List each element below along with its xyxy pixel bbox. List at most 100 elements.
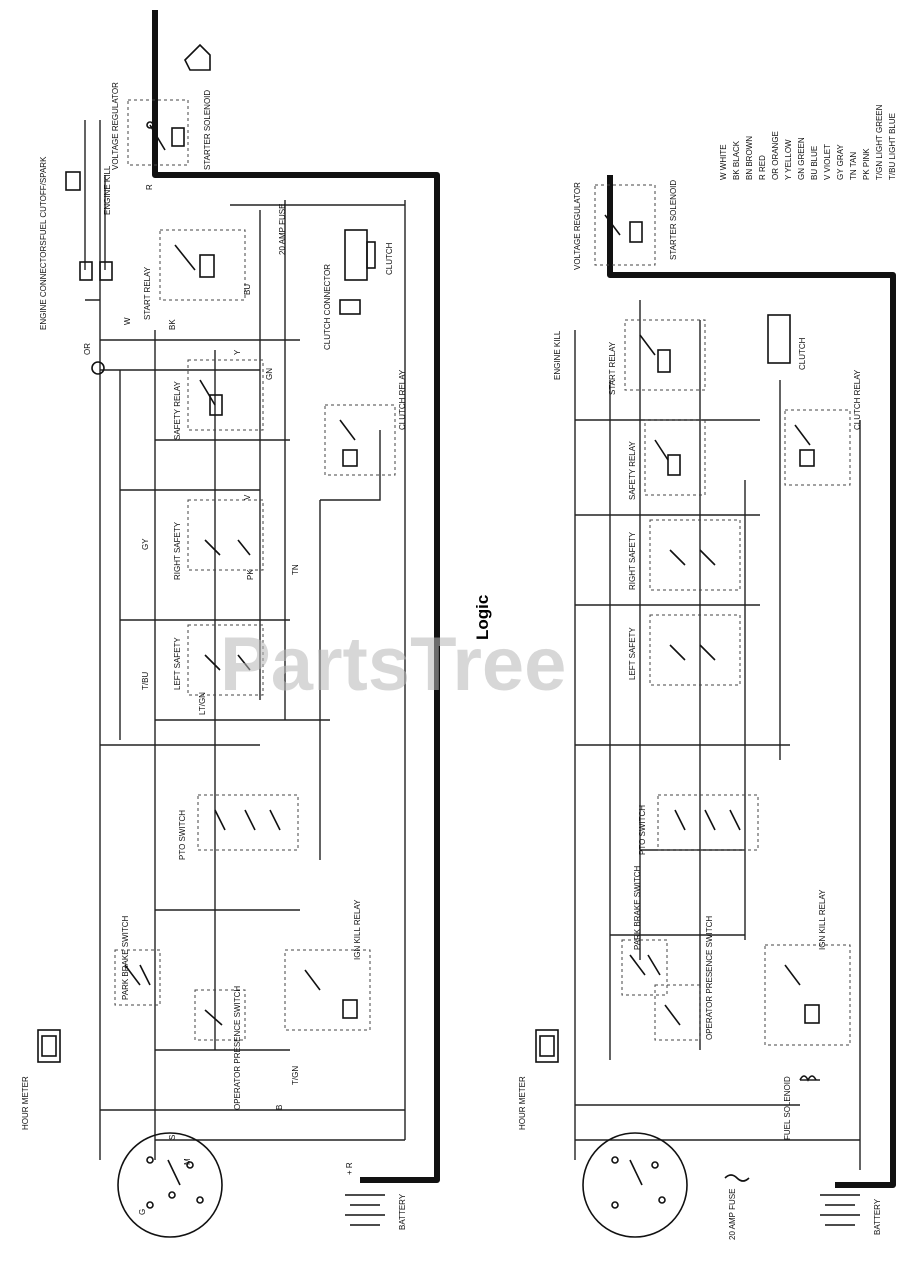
wire-color-label: W xyxy=(123,317,132,325)
legend-entry: GY GRAY xyxy=(836,144,845,180)
battery-2-label: BATTERY xyxy=(873,1198,882,1235)
clutch-2-label: CLUTCH xyxy=(798,337,807,370)
voltage-regulator: VOLTAGE REGULATOR xyxy=(111,82,189,170)
engine-kill-2-label: ENGINE KILL xyxy=(553,330,562,380)
voltage-regulator-2-label: VOLTAGE REGULATOR xyxy=(573,182,582,270)
safety-relay-label: SAFETY RELAY xyxy=(173,381,182,441)
ign-kill-relay-2: IGN KILL RELAY xyxy=(764,889,851,1046)
wire-color-label: BK xyxy=(168,319,177,330)
engine-kill: ENGINE KILL xyxy=(103,165,112,215)
starter-solenoid-2-label: STARTER SOLENOID xyxy=(669,180,678,260)
park-brake-switch-2: PARK BRAKE SWITCH xyxy=(621,865,668,996)
clutch-connector: CLUTCH CONNECTOR xyxy=(323,264,361,350)
hour-meter-2-label: HOUR METER xyxy=(518,1076,527,1130)
clutch-2: CLUTCH xyxy=(767,314,807,370)
battery-label: BATTERY xyxy=(398,1193,407,1230)
engine-connectors: ENGINE CONNECTORS xyxy=(39,240,48,330)
ignition-switch-2 xyxy=(582,1132,688,1238)
clutch-label: CLUTCH xyxy=(385,242,394,275)
wire-color-label: OR xyxy=(83,343,92,355)
wire-color-label: GY xyxy=(141,538,150,550)
wire-color-label: V xyxy=(243,494,252,500)
starter-solenoid-label: STARTER SOLENOID xyxy=(203,90,212,170)
wire-color-label: B xyxy=(275,1105,284,1110)
engine-kill-label: ENGINE KILL xyxy=(103,165,112,215)
legend-entry: T/GN LIGHT GREEN xyxy=(875,104,884,180)
operator-presence-2: OPERATOR PRESENCE SWITCH xyxy=(654,916,714,1041)
wire-color-label: R xyxy=(145,184,154,190)
legend-entry: GN GREEN xyxy=(797,137,806,180)
hour-meter-2: HOUR METER xyxy=(518,1029,559,1130)
fuse-label: 20 AMP FUSE xyxy=(278,204,287,255)
left-safety-label: LEFT SAFETY xyxy=(173,637,182,690)
wire-color-label: LT/GN xyxy=(198,692,207,715)
fuse-2-label: 20 AMP FUSE xyxy=(728,1189,737,1240)
ign-kill-relay-2-label: IGN KILL RELAY xyxy=(818,889,827,950)
right-safety: RIGHT SAFETY xyxy=(173,499,264,580)
right-safety-label: RIGHT SAFETY xyxy=(173,521,182,580)
wire-color-label: S xyxy=(168,1135,177,1140)
starter-solenoid-2: STARTER SOLENOID xyxy=(669,180,678,260)
watermark: PartsTree xyxy=(220,622,566,707)
battery-cable xyxy=(152,10,440,1183)
fuel-cutoff: FUEL CUTOFF/SPARK xyxy=(39,156,81,240)
park-brake-switch: PARK BRAKE SWITCH xyxy=(114,915,161,1006)
clutch-relay-label: CLUTCH RELAY xyxy=(398,369,407,430)
engine-connectors-label: ENGINE CONNECTORS xyxy=(39,240,48,330)
wire-color-label: + R xyxy=(345,1162,354,1175)
wire-color-label: BU xyxy=(243,284,252,295)
left-safety-2-label: LEFT SAFETY xyxy=(628,627,637,680)
ign-kill-relay: IGN KILL RELAY xyxy=(284,899,371,1031)
park-brake-switch-2-label: PARK BRAKE SWITCH xyxy=(633,865,642,950)
fuel-solenoid-label: FUEL SOLENOID xyxy=(783,1076,792,1140)
operator-presence: OPERATOR PRESENCE SWITCH xyxy=(194,986,246,1110)
legend-entry: TN TAN xyxy=(849,152,858,180)
right-schematic xyxy=(574,175,896,1188)
hour-meter-label: HOUR METER xyxy=(21,1076,30,1130)
pto-switch-2-label: PTO SWITCH xyxy=(638,805,647,855)
safety-relay: SAFETY RELAY xyxy=(173,359,264,441)
left-safety-2: LEFT SAFETY xyxy=(628,614,741,686)
start-relay-2: START RELAY xyxy=(608,319,706,395)
engine-connector-plug-1 xyxy=(79,261,93,281)
clutch-relay-2-label: CLUTCH RELAY xyxy=(853,369,862,430)
legend-entry: V VIOLET xyxy=(823,144,832,180)
pto-switch-2: PTO SWITCH xyxy=(638,794,759,855)
safety-relay-2: SAFETY RELAY xyxy=(628,419,706,501)
diagram-title: Logic xyxy=(473,595,492,640)
operator-presence-label: OPERATOR PRESENCE SWITCH xyxy=(233,986,242,1110)
fuel-solenoid: FUEL SOLENOID xyxy=(783,1075,817,1140)
legend-entry: W WHITE xyxy=(719,144,728,180)
operator-presence-2-label: OPERATOR PRESENCE SWITCH xyxy=(705,916,714,1040)
engine-kill-2: ENGINE KILL xyxy=(553,330,562,380)
left-safety: LEFT SAFETY xyxy=(173,624,264,696)
legend-entry: BU BLUE xyxy=(810,146,819,180)
legend-entry: BN BROWN xyxy=(745,136,754,180)
legend-entry: T/BU LIGHT BLUE xyxy=(888,113,897,180)
wire-color-label: TN xyxy=(291,564,300,575)
clutch-relay: CLUTCH RELAY xyxy=(324,369,407,476)
ign-kill-relay-label: IGN KILL RELAY xyxy=(353,899,362,960)
battery-cable-2 xyxy=(607,175,896,1188)
fuse-2: 20 AMP FUSE xyxy=(724,1174,750,1240)
wire-color-label: Y xyxy=(233,349,242,355)
fuse: 20 AMP FUSE xyxy=(278,204,287,255)
right-safety-2-label: RIGHT SAFETY xyxy=(628,531,637,590)
left-schematic xyxy=(79,10,440,1183)
wire-color-label: G xyxy=(138,1209,147,1215)
fuel-cutoff-label: FUEL CUTOFF/SPARK xyxy=(39,156,48,240)
legend-entry: BK BLACK xyxy=(732,140,741,180)
clutch: CLUTCH xyxy=(344,229,394,281)
wire-color-label: PK xyxy=(246,569,255,580)
bus-12 xyxy=(320,430,381,501)
right-safety-2: RIGHT SAFETY xyxy=(628,519,741,591)
ignition-switch xyxy=(117,1132,223,1238)
start-relay-2-label: START RELAY xyxy=(608,341,617,395)
engine-connector-wires xyxy=(84,120,106,301)
clutch-connector-label: CLUTCH CONNECTOR xyxy=(323,264,332,350)
start-relay-label: START RELAY xyxy=(143,266,152,320)
safety-relay-2-label: SAFETY RELAY xyxy=(628,441,637,501)
voltage-regulator-label: VOLTAGE REGULATOR xyxy=(111,82,120,170)
